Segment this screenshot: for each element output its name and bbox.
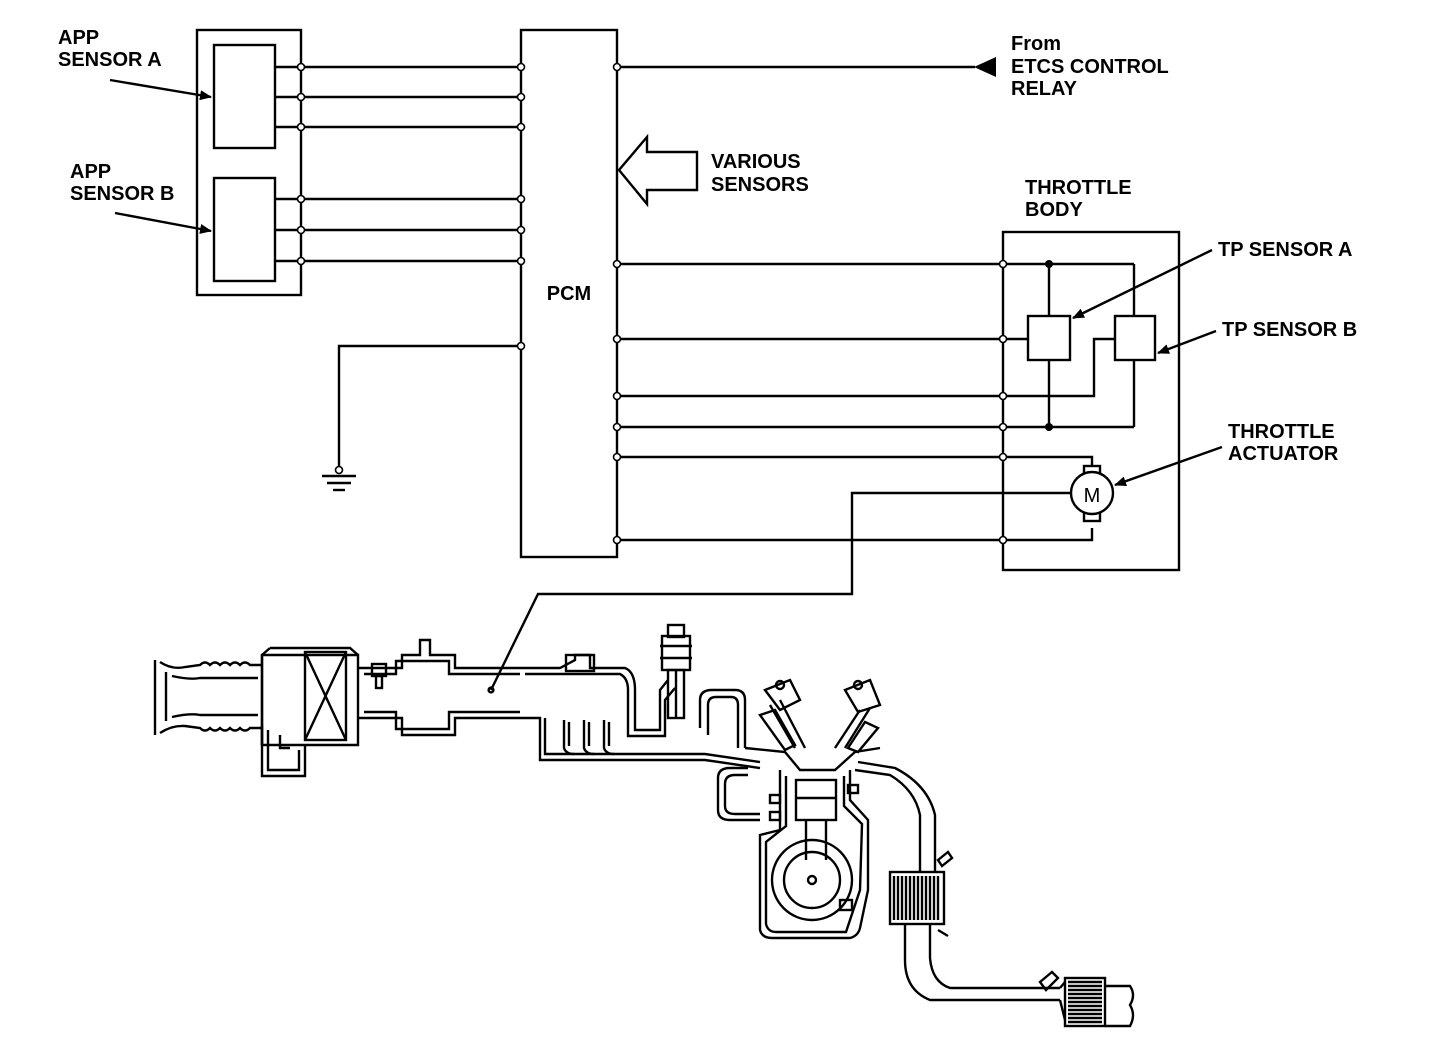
throttle-body-label-line1: THROTTLE <box>1025 177 1132 199</box>
pcm-box <box>519 28 619 559</box>
throttle-body-label-line2: BODY <box>1025 199 1083 221</box>
air-cleaner <box>260 646 360 778</box>
exhaust-system <box>854 760 1135 1028</box>
pcm-label: PCM <box>547 283 591 305</box>
throttle-actuator-pointer <box>1114 445 1223 487</box>
bypass-tube <box>698 688 760 822</box>
from-relay-label-line3: RELAY <box>1011 78 1078 100</box>
app-sensor-housing <box>195 28 303 297</box>
from-relay-label-line1: From <box>1011 33 1061 55</box>
app-sensor-b-box <box>212 176 277 283</box>
motor-symbol: M <box>1084 485 1101 507</box>
wire-terminals <box>296 62 1008 545</box>
intake-duct <box>153 660 262 735</box>
app-sensor-a-pointer <box>109 78 212 101</box>
various-sensors-label-line2: SENSORS <box>711 174 809 196</box>
junction-dot <box>1045 260 1053 268</box>
relay-arrow-icon <box>974 57 996 77</box>
app-sensor-a-label-line2: SENSOR A <box>58 49 162 71</box>
app-sensor-a-label-line1: APP <box>58 27 99 49</box>
tp-sensor-b-label: TP SENSOR B <box>1222 319 1357 341</box>
ground-terminal <box>334 465 344 475</box>
throttle-actuator-label-line1: THROTTLE <box>1228 421 1335 443</box>
throttle-motor: M <box>1069 464 1115 523</box>
throttle-leader-line <box>489 491 1072 691</box>
engine-system-illustration <box>153 623 1135 1028</box>
app-sensor-b-pointer <box>114 211 212 234</box>
pcm-to-throttle-wires <box>617 262 1003 542</box>
various-sensors-arrow-icon <box>617 133 699 208</box>
app-sensor-b-label-line1: APP <box>70 161 111 183</box>
various-sensors-label-line1: VARIOUS <box>711 151 801 173</box>
app-sensor-a-box <box>212 43 277 150</box>
tp-sensor-a-label: TP SENSOR A <box>1218 239 1352 261</box>
cylinder-head <box>744 678 882 772</box>
engine-block <box>758 770 870 940</box>
throttle-actuator-label-line2: ACTUATOR <box>1228 443 1339 465</box>
app-sensor-pins <box>275 65 301 263</box>
app-sensor-b-label-line2: SENSOR B <box>70 183 174 205</box>
tp-sensor-b-box <box>1113 314 1157 362</box>
junction-dot <box>1045 423 1053 431</box>
app-to-pcm-wires <box>301 65 521 263</box>
fuel-injector <box>660 623 692 720</box>
tp-sensor-a-pointer <box>1072 248 1213 320</box>
intake-pipe <box>358 638 520 737</box>
tp-sensor-a-box <box>1026 314 1072 362</box>
ground-wire <box>322 344 521 492</box>
tp-sensor-b-pointer <box>1157 329 1217 355</box>
intake-manifold <box>520 653 761 770</box>
from-relay-label-line2: ETCS CONTROL <box>1011 56 1169 78</box>
